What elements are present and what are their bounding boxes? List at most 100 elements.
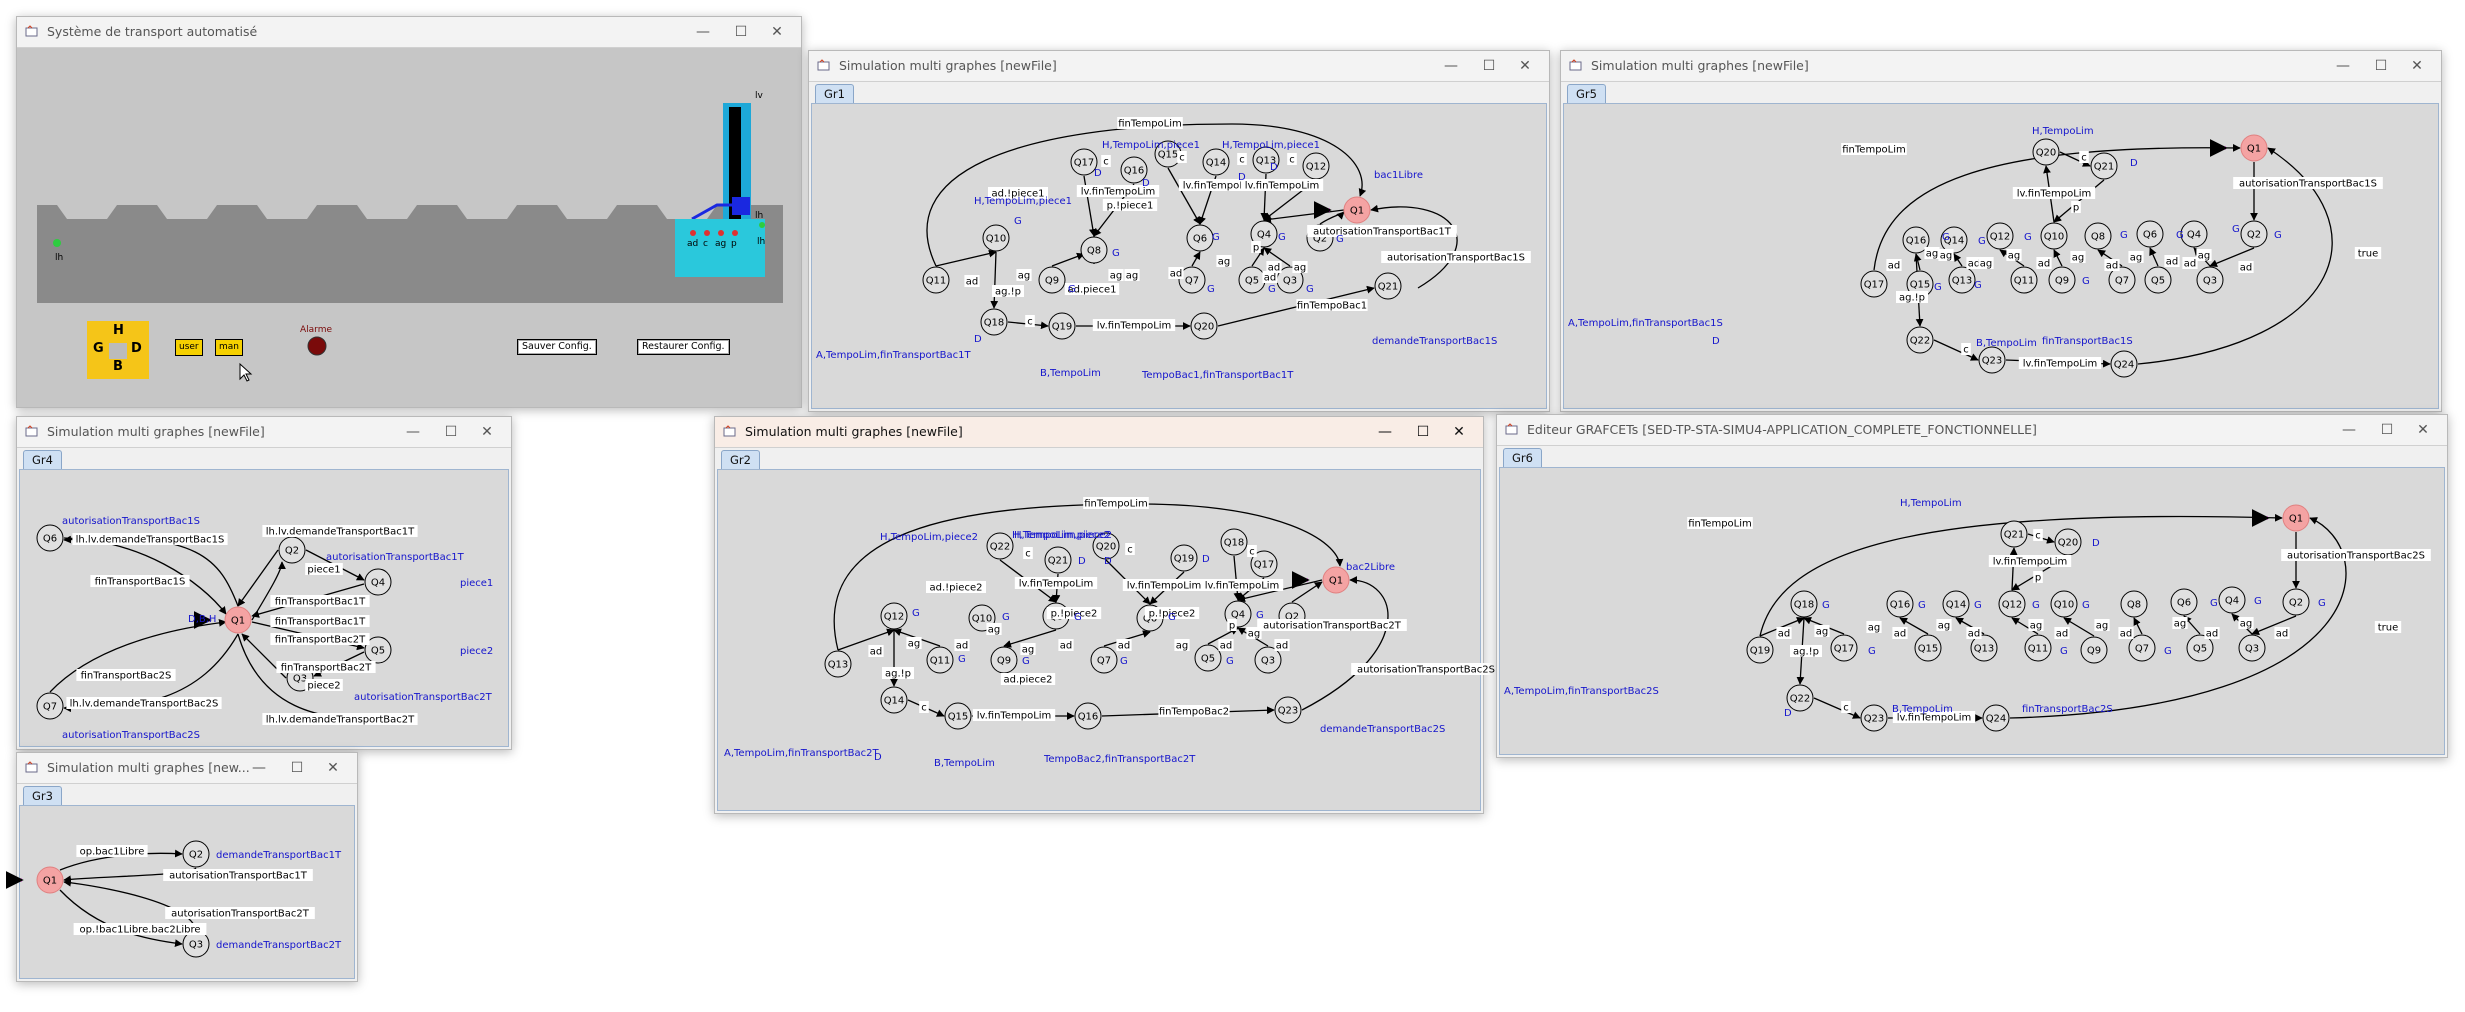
transition-label: autorisationTransportBac1T [1313, 227, 1452, 238]
step-label: Q16 [1124, 166, 1145, 177]
restore-config-button[interactable]: Restaurer Config. [637, 339, 730, 355]
step-label: Q16 [1078, 712, 1099, 723]
title-bar[interactable]: Simulation multi graphes [newFile] — ☐ ✕ [809, 51, 1549, 82]
close-icon[interactable]: ✕ [1519, 58, 1531, 74]
transition-label: ag [908, 639, 920, 650]
step-label: Q15 [948, 712, 969, 723]
pad-down-button[interactable]: B [113, 359, 123, 374]
transition-label-bg [2104, 259, 2120, 271]
step [2180, 220, 2208, 248]
transition-label-bg [2094, 619, 2110, 631]
step-label: Q6 [1193, 234, 1207, 245]
transition-label: ag [1926, 249, 1938, 260]
transition-label: ag [2030, 621, 2042, 632]
transition-label-bg [2012, 187, 2096, 199]
transition-label-bg [76, 669, 176, 681]
close-icon[interactable]: ✕ [2417, 422, 2429, 438]
maximize-icon[interactable]: ☐ [1416, 424, 1430, 440]
pad-right-button[interactable]: D [131, 341, 142, 356]
action-label: G [2210, 598, 2218, 609]
user-button[interactable]: user [175, 339, 203, 356]
transition-label: ag [1868, 623, 1880, 634]
title-bar[interactable]: Simulation multi graphes [newFile] — ☐ ✕ [715, 417, 1483, 448]
transition-label: ad [2240, 263, 2252, 274]
title-bar[interactable]: Simulation multi graphes [newFile] — ☐ ✕ [17, 417, 511, 448]
close-icon[interactable]: ✕ [771, 24, 783, 40]
step [1940, 226, 1968, 254]
transition-label: p [1253, 243, 1259, 254]
action-label: A,TempoLim,finTransportBac2S [1504, 686, 1659, 697]
java-cup-icon [817, 59, 830, 71]
maximize-icon[interactable]: ☐ [2380, 422, 2394, 438]
minimize-icon[interactable]: — [2336, 58, 2350, 74]
transition-label-bg [1237, 153, 1247, 165]
step [1982, 704, 2010, 732]
minimize-icon[interactable]: — [252, 760, 266, 776]
step [986, 532, 1014, 560]
transition-label: ag [1018, 271, 1030, 282]
action-label: D [1094, 168, 1102, 179]
title-bar[interactable]: Simulation multi graphes [newFile] — ☐ ✕ [1561, 51, 2441, 82]
transition-label-bg [2018, 357, 2102, 369]
save-config-button[interactable]: Sauver Config. [517, 339, 597, 355]
step-label: Q3 [189, 940, 203, 951]
minimize-icon[interactable]: — [1378, 424, 1392, 440]
step-label: Q16 [1890, 600, 1911, 611]
close-icon[interactable]: ✕ [481, 424, 493, 440]
pad-left-button[interactable]: G [93, 341, 104, 356]
arc [1291, 581, 1323, 603]
step-label: Q16 [1906, 236, 1927, 247]
tab-gr3[interactable]: Gr3 [23, 786, 62, 805]
tab-gr1[interactable]: Gr1 [815, 84, 854, 103]
maximize-icon[interactable]: ☐ [2374, 58, 2388, 74]
man-button[interactable]: man [215, 339, 243, 356]
step [1860, 270, 1888, 298]
minimize-icon[interactable]: — [1444, 58, 1458, 74]
action-label: G [1168, 612, 1176, 623]
transition-label-bg [2071, 201, 2081, 213]
step [1250, 550, 1278, 578]
pad-up-button[interactable]: H [113, 323, 124, 338]
tab-gr4[interactable]: Gr4 [23, 450, 62, 469]
arc [59, 889, 183, 947]
step-label: Q21 [2094, 162, 2115, 173]
step [880, 602, 908, 630]
transition-label: ad [1060, 641, 1072, 652]
maximize-icon[interactable]: ☐ [1482, 58, 1496, 74]
transition-label-bg [1790, 645, 1822, 657]
maximize-icon[interactable]: ☐ [290, 760, 304, 776]
close-icon[interactable]: ✕ [327, 760, 339, 776]
action-label: D [2130, 158, 2138, 169]
action-label: G [1918, 600, 1926, 611]
transition-label: autorisationTransportBac1S [2239, 179, 2377, 190]
transition-label: ag [1816, 627, 1828, 638]
title-bar[interactable]: Editeur GRAFCETs [SED-TP-STA-SIMU4-APPLI… [1497, 415, 2447, 446]
step-label: Q7 [43, 702, 57, 713]
tab-gr2[interactable]: Gr2 [721, 450, 760, 469]
close-icon[interactable]: ✕ [2411, 58, 2423, 74]
step-label: Q13 [1256, 156, 1277, 167]
minimize-icon[interactable]: — [696, 24, 710, 40]
close-icon[interactable]: ✕ [1453, 424, 1465, 440]
maximize-icon[interactable]: ☐ [734, 24, 748, 40]
step [2128, 634, 2156, 662]
tab-gr5[interactable]: Gr5 [1567, 84, 1606, 103]
minimize-icon[interactable]: — [2342, 422, 2356, 438]
grafcet-canvas[interactable]: Q1Q2Q3Q4Q5Q6Q7Q8Q9Q10Q11Q12Q13Q14Q15Q16Q… [717, 469, 1501, 811]
tab-gr6[interactable]: Gr6 [1503, 448, 1542, 467]
title-bar[interactable]: Système de transport automatisé — ☐ ✕ [17, 17, 801, 48]
transition-label: autorisationTransportBac2S [1357, 665, 1495, 676]
step-label: Q19 [1174, 554, 1195, 565]
maximize-icon[interactable]: ☐ [444, 424, 458, 440]
step [2282, 588, 2310, 616]
title-bar[interactable]: Simulation multi graphes [new... — ☐ ✕ [17, 753, 357, 784]
arc [1217, 285, 1375, 327]
minimize-icon[interactable]: — [406, 424, 420, 440]
action-label: G [2274, 230, 2282, 241]
step [1090, 646, 1118, 674]
